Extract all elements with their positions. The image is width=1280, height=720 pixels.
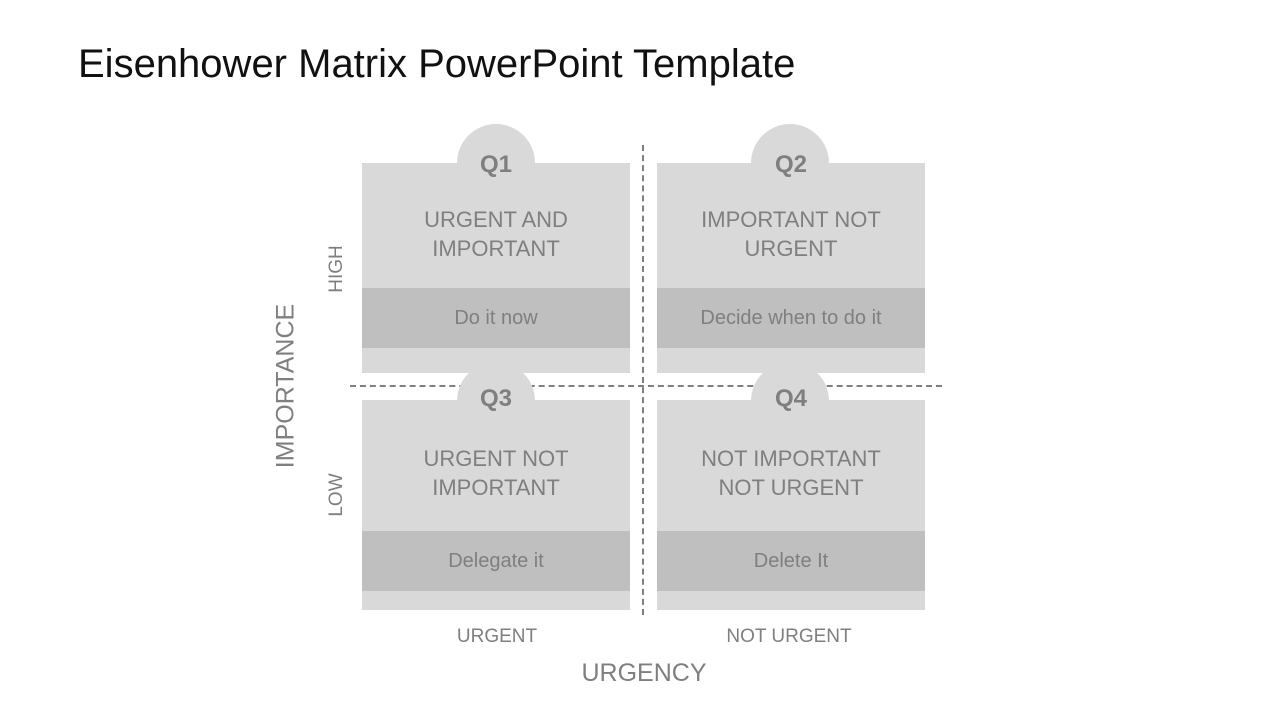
quadrant-q2: Q2 IMPORTANT NOT URGENT Decide when to d… [657,151,925,373]
q4-heading: NOT IMPORTANT NOT URGENT [657,444,925,502]
q2-heading-line2: URGENT [744,236,838,261]
q2-heading: IMPORTANT NOT URGENT [657,205,925,263]
q2-label: Q2 [774,151,807,178]
q2-action: Decide when to do it [657,288,925,348]
q4-label: Q4 [774,385,807,412]
q3-heading-line2: IMPORTANT [432,475,560,500]
q1-label: Q1 [479,151,512,178]
quadrant-q4: Q4 NOT IMPORTANT NOT URGENT Delete It [657,385,925,610]
x-axis-not-urgent-label: NOT URGENT [726,626,852,647]
q3-heading-line1: URGENT NOT [423,446,569,471]
q2-heading-line1: IMPORTANT NOT [701,207,881,232]
x-axis-urgent-label: URGENT [456,626,538,647]
q1-action: Do it now [362,288,630,348]
vertical-divider [642,145,644,615]
y-axis-high-label: HIGH [326,245,347,293]
q4-heading-line1: NOT IMPORTANT [701,446,881,471]
q3-heading: URGENT NOT IMPORTANT [362,444,630,502]
y-axis-title: IMPORTANCE [271,303,300,469]
q4-heading-line2: NOT URGENT [718,475,864,500]
slide-title: Eisenhower Matrix PowerPoint Template [78,42,796,86]
q1-heading: URGENT AND IMPORTANT [362,205,630,263]
x-axis-title: URGENCY [581,659,707,687]
q4-action: Delete It [657,531,925,591]
q1-heading-line2: IMPORTANT [432,236,560,261]
q3-label: Q3 [479,385,512,412]
y-axis-low-label: LOW [326,473,347,517]
q1-heading-line1: URGENT AND [424,207,568,232]
horizontal-divider [350,385,942,387]
quadrant-q3: Q3 URGENT NOT IMPORTANT Delegate it [362,385,630,610]
quadrant-q1: Q1 URGENT AND IMPORTANT Do it now [362,151,630,373]
q3-action: Delegate it [362,531,630,591]
